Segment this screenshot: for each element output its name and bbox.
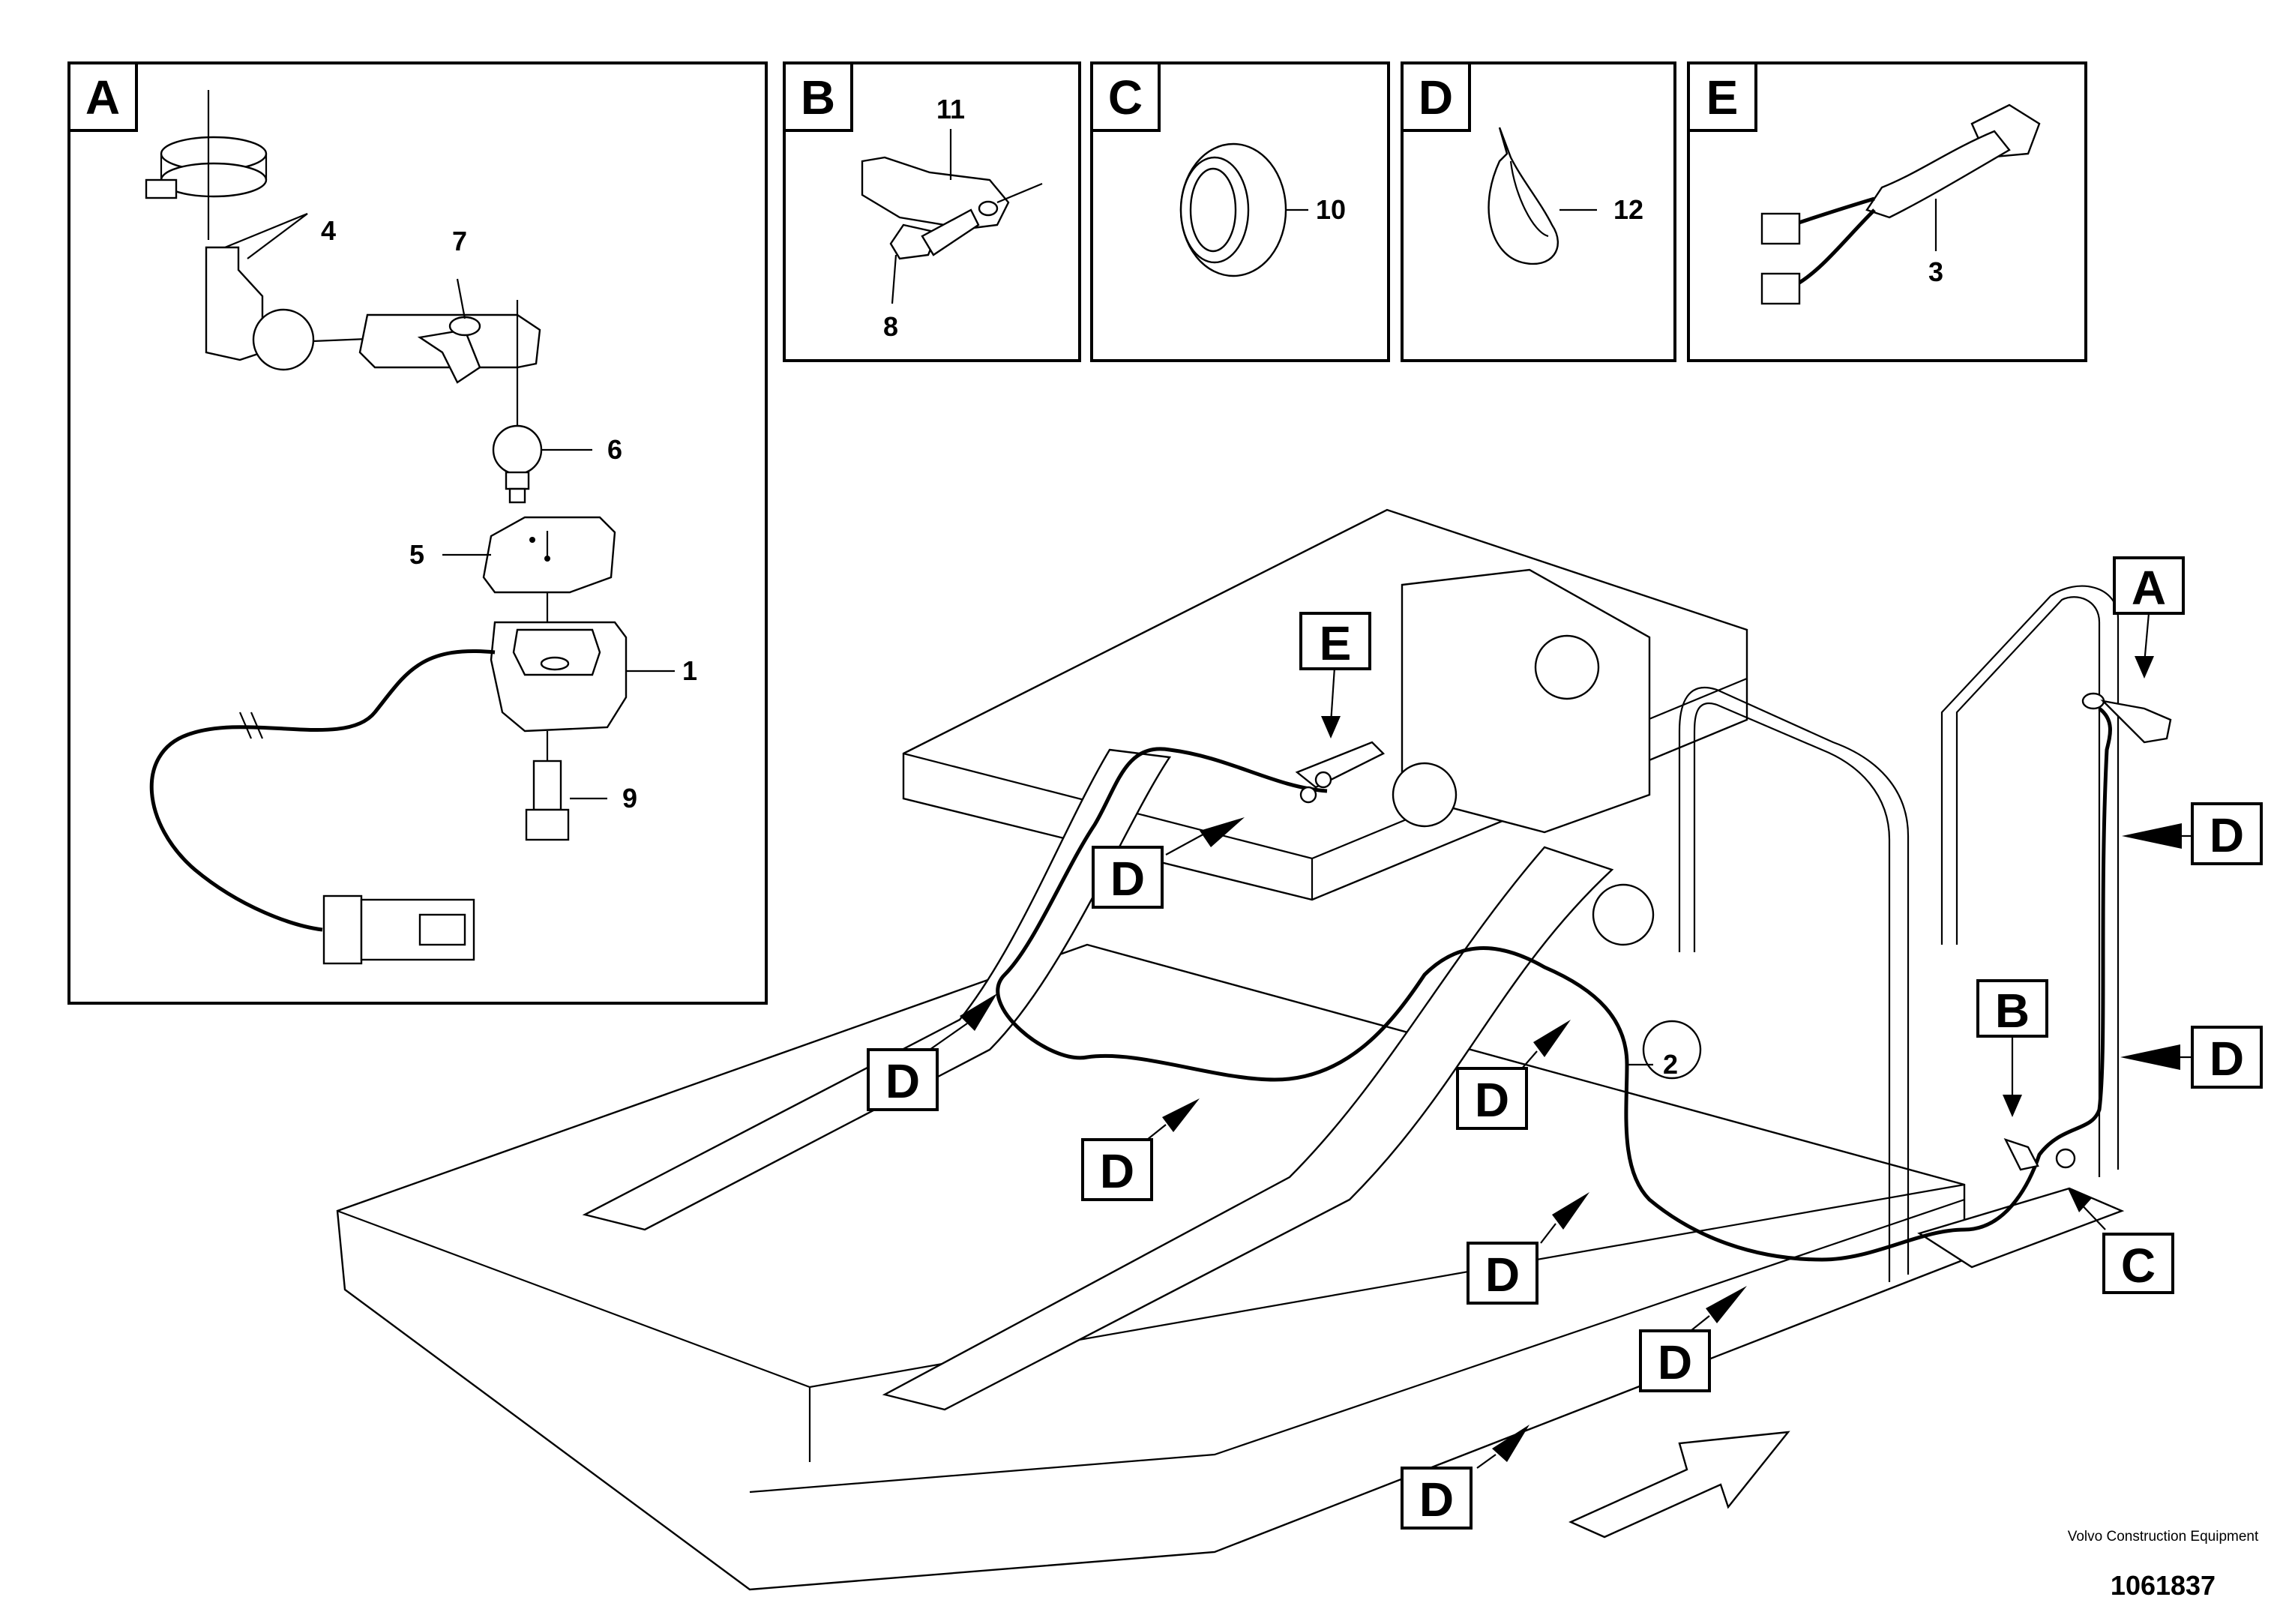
- panel-b-label-box: [783, 61, 853, 132]
- svg-text:D: D: [1100, 1144, 1134, 1198]
- callout-d-7: D: [2122, 802, 2263, 865]
- connector-e: [1295, 741, 1386, 804]
- svg-text:D: D: [1110, 852, 1145, 906]
- item-number-1: 1: [682, 655, 697, 686]
- panel-e-label: E: [1706, 70, 1739, 124]
- svg-text:D: D: [2210, 808, 2244, 862]
- callout-d-5: D: [1467, 1192, 1589, 1305]
- panel-e-label-box: [1687, 61, 1757, 132]
- svg-text:D: D: [2210, 1032, 2244, 1086]
- sensor-housing-part: [490, 592, 675, 733]
- item-number-9: 9: [622, 783, 637, 813]
- detail-panel-b: B 11 8: [783, 61, 1081, 362]
- harness-adapter-part: [1760, 103, 2041, 305]
- panel-a-frame: [67, 61, 768, 1005]
- callout-d-4: D: [1456, 1020, 1571, 1130]
- svg-text:A: A: [2132, 561, 2166, 615]
- center-rail: [582, 748, 1172, 1231]
- flange-bolt-part: [889, 208, 980, 304]
- panel-b-label: B: [801, 70, 835, 124]
- center-rail-2: [882, 846, 1614, 1411]
- callout-b: B: [1976, 979, 2048, 1117]
- callout-e: E: [1299, 612, 1371, 739]
- sensor-mount-a: [2081, 692, 2172, 744]
- main-cable-harness: [996, 707, 2112, 1262]
- brand-caption: Volvo Construction Equipment: [2067, 1529, 2259, 1545]
- detail-panel-e: E 3: [1687, 61, 2087, 362]
- cable-tie-part: [1488, 127, 1597, 265]
- grommet-part: [1179, 142, 1308, 277]
- ball-stud-part: [492, 382, 592, 504]
- svg-text:B: B: [1995, 984, 2030, 1038]
- bracket-b: [2003, 1137, 2076, 1171]
- svg-text:D: D: [1658, 1335, 1692, 1389]
- bracket-11-part: [861, 156, 1010, 230]
- handrail-1: [1693, 703, 1891, 1282]
- step-plate: [1917, 1187, 2125, 1269]
- panel-d-frame: [1401, 61, 1676, 362]
- svg-text:D: D: [1419, 1473, 1454, 1527]
- callout-d-2: D: [867, 993, 997, 1111]
- item-number-3: 3: [1928, 256, 1943, 287]
- panel-e-frame: [1687, 61, 2087, 362]
- panel-b-frame: [783, 61, 1081, 362]
- svg-text:E: E: [1320, 616, 1352, 670]
- callout-d-8: D: [2120, 1026, 2263, 1089]
- callout-c: C: [2068, 1188, 2174, 1294]
- mount-bracket-part: [205, 212, 315, 371]
- svg-text:C: C: [2121, 1239, 2156, 1293]
- panel-c-frame: [1090, 61, 1390, 362]
- item-number-10: 10: [1316, 194, 1346, 225]
- arm-part: [313, 278, 541, 384]
- callout-d-1: D: [1092, 817, 1245, 909]
- item-number-7: 7: [452, 226, 467, 256]
- connector-part: [322, 894, 475, 965]
- svg-text:D: D: [885, 1054, 920, 1108]
- main-frame-view: 2 E A B C: [336, 508, 2263, 1591]
- item-number-5: 5: [409, 539, 424, 570]
- panel-d-label: D: [1419, 70, 1453, 124]
- sensor-cable: [149, 649, 496, 932]
- direction-arrow: [1568, 1431, 1790, 1539]
- panel-d-label-box: [1401, 61, 1471, 132]
- panel-c-label: C: [1108, 70, 1143, 124]
- item-number-4: 4: [321, 215, 336, 246]
- detail-panel-c: C 10: [1090, 61, 1390, 362]
- panel-a-label: A: [85, 70, 120, 124]
- handrail-2: [1955, 596, 2101, 1177]
- clamp-ring-part: [145, 90, 268, 240]
- callout-d-9: D: [1401, 1425, 1529, 1530]
- mount-plate-part: [442, 516, 616, 594]
- svg-text:D: D: [1475, 1073, 1509, 1127]
- item-number-2: 2: [1663, 1049, 1678, 1080]
- callout-d-6: D: [1639, 1286, 1747, 1392]
- item-number-12: 12: [1613, 194, 1643, 225]
- item-number-8: 8: [883, 311, 898, 342]
- bolt-part: [525, 731, 607, 841]
- panel-a-label-box: [67, 61, 138, 132]
- detail-panel-d: D 12: [1401, 61, 1676, 362]
- detail-panel-a: A: [67, 61, 768, 1005]
- panel-c-label-box: [1090, 61, 1161, 132]
- item-number-6: 6: [607, 434, 622, 465]
- callout-d-3: D: [1081, 1098, 1200, 1201]
- figure-id: 1061837: [2110, 1570, 2216, 1601]
- svg-text:D: D: [1485, 1248, 1520, 1302]
- callout-a: A: [2113, 556, 2185, 679]
- item-number-11: 11: [936, 94, 965, 124]
